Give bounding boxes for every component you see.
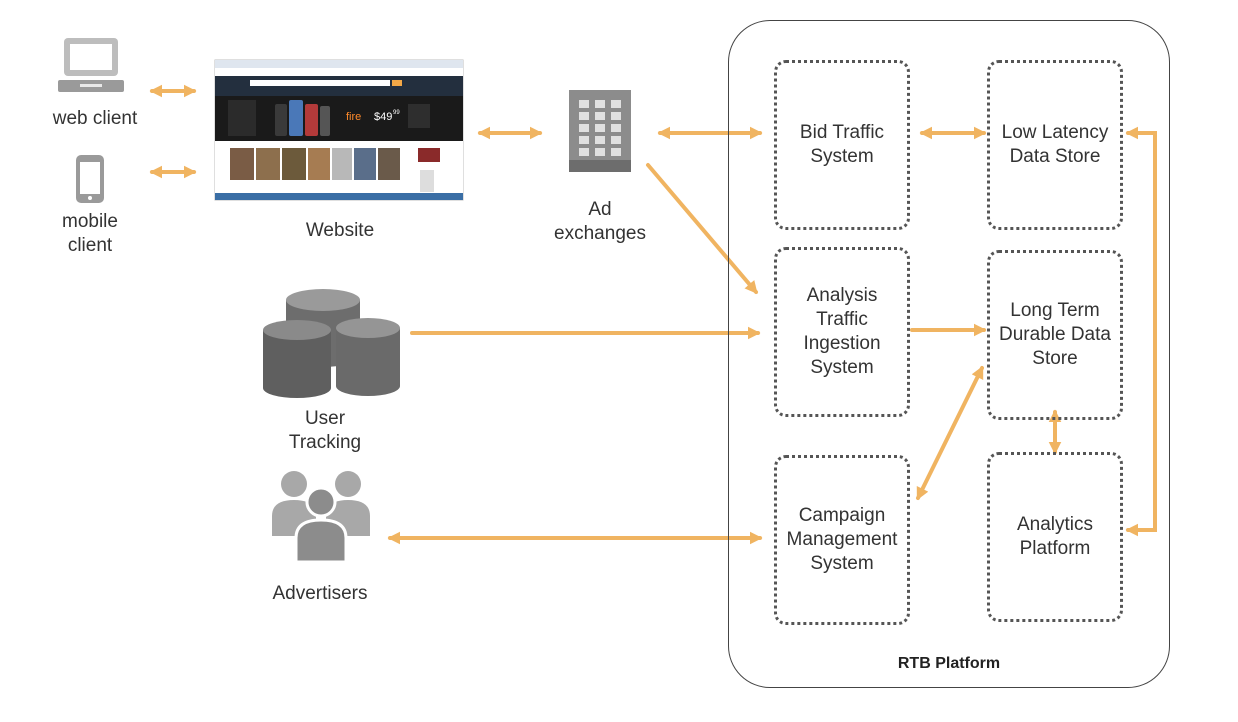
advertisers-label: Advertisers: [272, 583, 368, 604]
ad-exchange-server-icon: [569, 90, 631, 172]
connection-arrows: [149, 84, 1157, 545]
web-client-label: web client: [52, 108, 138, 129]
campaign-management-node: Campaign Management System: [774, 455, 910, 625]
arrow-campaign-long-term: [916, 365, 984, 501]
rtb-platform-container: [728, 20, 1170, 688]
mobile-client-label: mobile client: [62, 211, 118, 256]
advertisers-people-icon: [272, 471, 370, 564]
ad-exchanges-label: Ad exchanges: [554, 199, 646, 244]
analysis-traffic-ingestion-node: Analysis Traffic Ingestion System: [774, 247, 910, 417]
mobile-phone-icon: [76, 155, 104, 203]
desktop-computer-icon: [58, 38, 124, 92]
arrow-ad-exchanges-analysis: [646, 163, 758, 294]
campaign-management-label: Campaign Management System: [786, 505, 898, 574]
low-latency-data-store-label: Low Latency Data Store: [1001, 122, 1109, 167]
analysis-traffic-ingestion-label: Analysis Traffic Ingestion System: [803, 285, 881, 378]
analytics-platform-node: Analytics Platform: [987, 452, 1123, 622]
database-cylinders-icon: [263, 289, 400, 398]
website-promo-brand: fire: [346, 111, 361, 123]
analytics-platform-label: Analytics Platform: [1016, 514, 1094, 559]
website-promo-price-cents: 99: [393, 110, 400, 116]
rtb-platform-title: RTB Platform: [897, 655, 1001, 672]
arrow-low-latency-analytics: [1125, 126, 1157, 537]
bid-traffic-system-label: Bid Traffic System: [799, 122, 885, 167]
long-term-data-store-label: Long Term Durable Data Store: [999, 300, 1111, 369]
website-label: Website: [305, 220, 375, 241]
website-promo-price: $49: [374, 111, 392, 123]
bid-traffic-system-node: Bid Traffic System: [774, 60, 910, 230]
website-screenshot: [214, 59, 464, 201]
user-tracking-label: User Tracking: [288, 408, 362, 453]
long-term-data-store-node: Long Term Durable Data Store: [987, 250, 1123, 420]
low-latency-data-store-node: Low Latency Data Store: [987, 60, 1123, 230]
